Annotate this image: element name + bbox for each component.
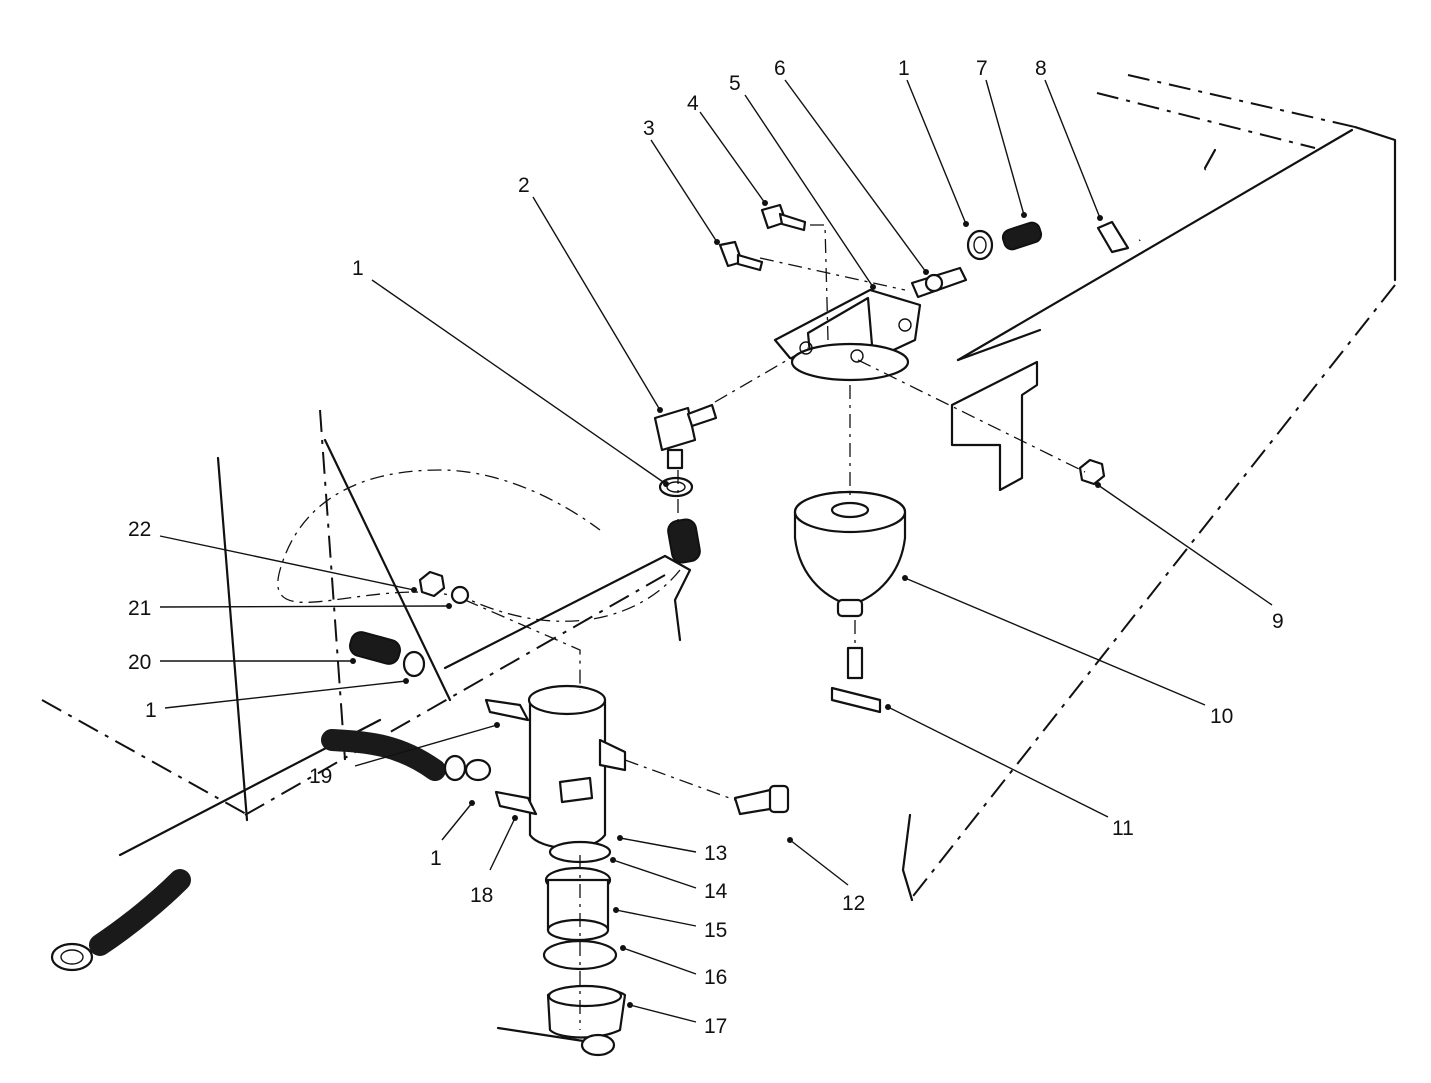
hose-8 bbox=[1096, 148, 1217, 254]
nut-9 bbox=[1078, 458, 1106, 486]
callout-labels: 1 2 3 4 5 6 1 7 8 9 10 11 12 13 14 15 16… bbox=[128, 57, 1284, 1038]
bowl-10 bbox=[793, 490, 907, 618]
fuel-hose-lower bbox=[50, 729, 492, 972]
bolt-12 bbox=[733, 784, 790, 816]
callout-19: 19 bbox=[309, 765, 332, 788]
callout-20: 20 bbox=[128, 651, 151, 674]
callout-1d: 1 bbox=[145, 699, 157, 722]
callout-18: 18 bbox=[470, 884, 493, 907]
callout-1b: 1 bbox=[898, 57, 910, 80]
fitting-6 bbox=[910, 266, 968, 299]
callout-14: 14 bbox=[704, 880, 728, 903]
callout-22: 22 bbox=[128, 518, 151, 541]
fitting-18 bbox=[494, 790, 538, 816]
frame-outline bbox=[41, 74, 1397, 902]
hose-20 bbox=[348, 631, 426, 678]
fitting-19 bbox=[484, 698, 530, 722]
elbow-fitting-2 bbox=[653, 403, 718, 470]
nut-22 bbox=[418, 570, 446, 598]
callout-16: 16 bbox=[704, 966, 727, 989]
callout-9: 9 bbox=[1272, 610, 1284, 633]
callout-leaders bbox=[159, 79, 1273, 1023]
bolt-4 bbox=[760, 203, 807, 232]
callout-2: 2 bbox=[518, 174, 530, 197]
callout-4: 4 bbox=[687, 92, 699, 115]
callout-10: 10 bbox=[1210, 705, 1233, 728]
assembly-center-lines bbox=[464, 224, 1086, 1030]
callout-13: 13 bbox=[704, 842, 727, 865]
drain-valve-11 bbox=[830, 646, 882, 714]
callout-7: 7 bbox=[976, 57, 988, 80]
callout-3: 3 bbox=[643, 117, 655, 140]
lock-washer-21 bbox=[450, 585, 470, 605]
filter-housing bbox=[496, 684, 627, 1057]
callout-1a: 1 bbox=[352, 257, 364, 280]
hose-7 bbox=[966, 221, 1043, 261]
callout-12: 12 bbox=[842, 892, 865, 915]
filter-head-5 bbox=[773, 288, 922, 382]
callout-5: 5 bbox=[729, 72, 741, 95]
callout-8: 8 bbox=[1035, 57, 1047, 80]
clamp-1-elbow bbox=[658, 476, 701, 564]
callout-17: 17 bbox=[704, 1015, 727, 1038]
callout-1c: 1 bbox=[430, 847, 442, 870]
callout-21: 21 bbox=[128, 597, 151, 620]
callout-11: 11 bbox=[1112, 817, 1134, 840]
screw-3 bbox=[718, 240, 764, 272]
callout-15: 15 bbox=[704, 919, 727, 942]
callout-6: 6 bbox=[774, 57, 786, 80]
